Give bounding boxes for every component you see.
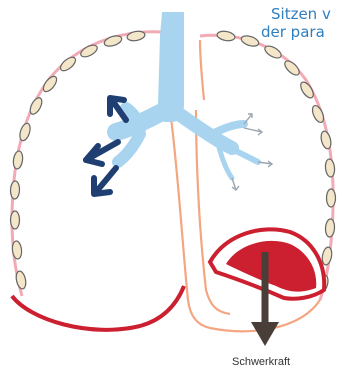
rib-right-3 bbox=[263, 44, 283, 61]
rib-right-2 bbox=[240, 34, 260, 48]
gravity-arrow-head bbox=[251, 322, 279, 346]
rib-right-7 bbox=[319, 130, 332, 150]
rib-right-1 bbox=[216, 30, 235, 42]
rib-left-12 bbox=[15, 270, 28, 289]
rib-right-10 bbox=[325, 219, 335, 238]
left-diaphragm bbox=[12, 286, 184, 330]
gravity-label: Schwerkraft bbox=[232, 356, 290, 368]
arrow-down-left-shaft bbox=[96, 168, 116, 192]
small-arrow-up bbox=[244, 114, 252, 124]
rib-right-4 bbox=[282, 59, 301, 78]
caption-line-2: der para bbox=[261, 23, 325, 41]
rib-right-8 bbox=[325, 159, 336, 178]
rib-left-6 bbox=[28, 96, 44, 116]
rib-left-9 bbox=[10, 181, 20, 199]
right-branch-1 bbox=[212, 124, 244, 134]
rib-right-9 bbox=[327, 189, 336, 207]
left-pleura-outline bbox=[12, 32, 162, 296]
left-bronchi-arrows bbox=[86, 98, 126, 194]
rib-left-4 bbox=[58, 55, 78, 73]
caption-line-1: Sitzen v bbox=[271, 5, 331, 23]
rib-left-1 bbox=[126, 30, 145, 42]
rib-left-10 bbox=[11, 211, 20, 229]
rib-left-7 bbox=[18, 122, 32, 142]
rib-right-11 bbox=[321, 246, 333, 265]
rib-left-8 bbox=[12, 150, 23, 169]
mediastinum-outline bbox=[200, 40, 204, 100]
rib-right-6 bbox=[310, 104, 326, 124]
rib-left-2 bbox=[103, 34, 123, 48]
